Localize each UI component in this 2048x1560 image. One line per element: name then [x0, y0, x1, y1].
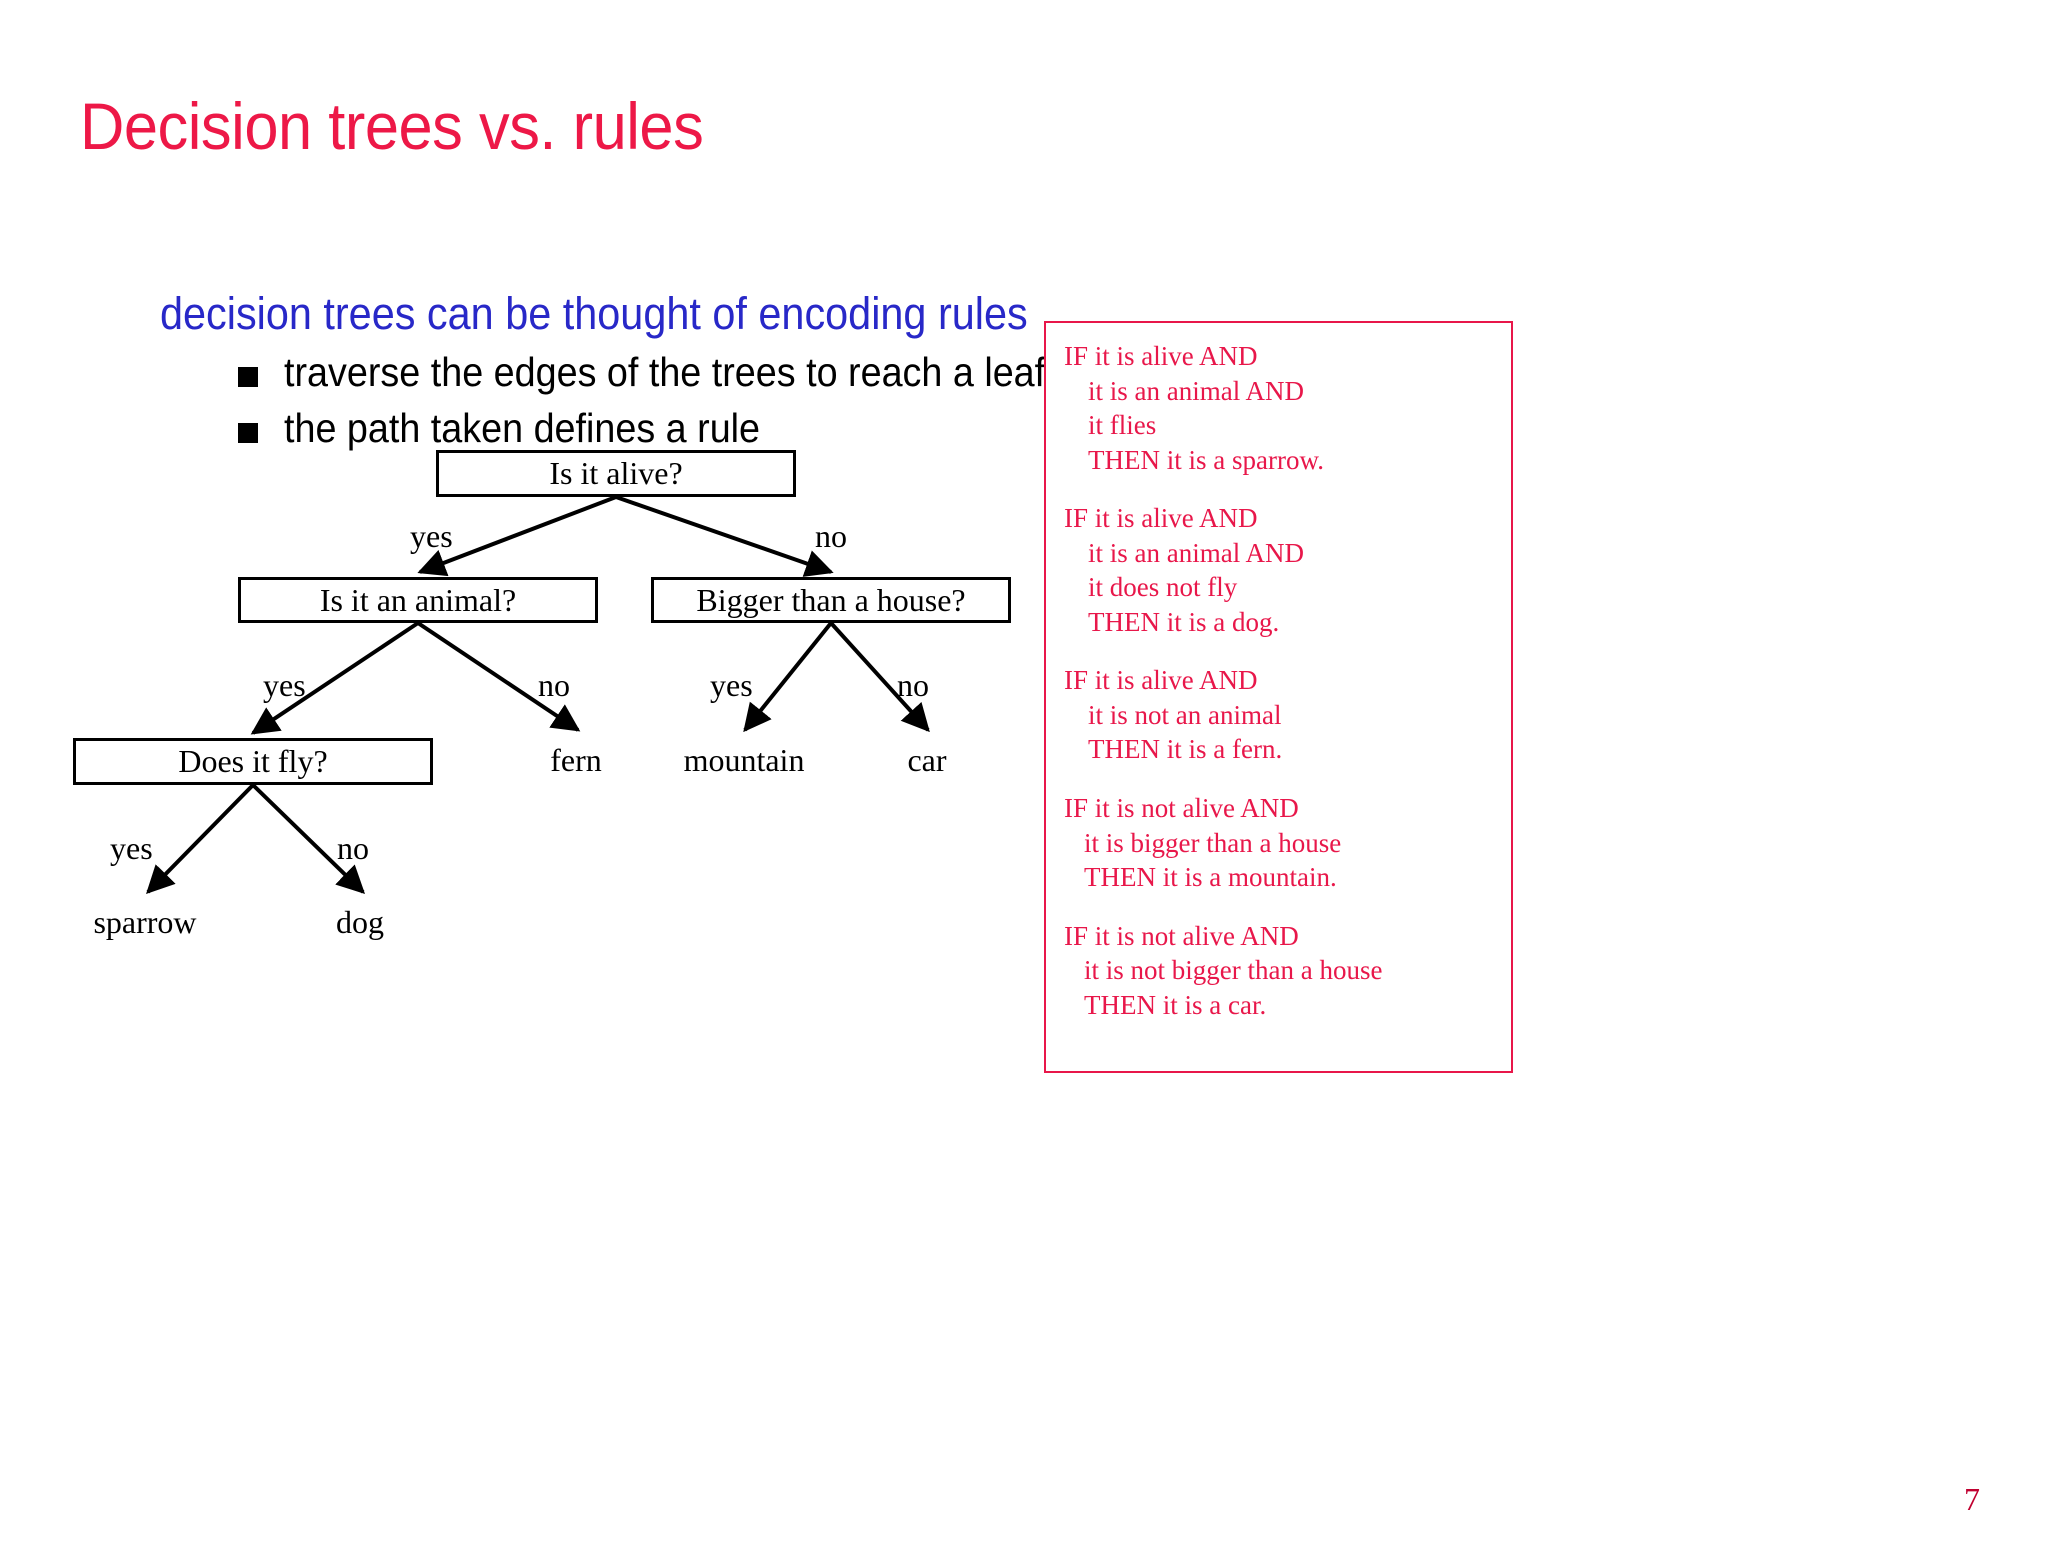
edge-bigger-yes: [743, 621, 833, 733]
rule-line: THEN it is a dog.: [1088, 606, 1280, 637]
rule-line: it does not fly: [1088, 572, 1238, 603]
rule-dog: IF it is alive AND it is an animal AND i…: [1064, 501, 1511, 639]
tree-node-bigger-than-a-house[interactable]: Bigger than a house?: [651, 577, 1011, 623]
rule-line: it is not an animal: [1088, 699, 1282, 730]
square-bullet-icon: [238, 366, 258, 387]
list-item: traverse the edges of the trees to reach…: [238, 348, 1310, 396]
edge-root-no: [615, 495, 834, 577]
page-number: 7: [1964, 1481, 1980, 1517]
edge-label-root-yes: yes: [410, 518, 453, 554]
edge-label-animal-no: no: [538, 667, 570, 703]
edge-animal-no: [416, 621, 581, 732]
rule-line: THEN it is a mountain.: [1084, 862, 1337, 893]
edge-label-root-no: no: [815, 518, 847, 554]
edge-label-bigger-no: no: [897, 667, 929, 703]
rule-line: IF it is not alive AND: [1064, 793, 1299, 824]
tree-leaf-dog: dog: [336, 904, 384, 940]
bullet-level2-label: traverse the edges of the trees to reach…: [284, 348, 1046, 395]
decision-tree-diagram: Is it alive? Is it an animal? Bigger tha…: [0, 420, 1100, 1040]
tree-leaf-fern: fern: [550, 742, 602, 778]
rule-line: THEN it is a sparrow.: [1088, 444, 1324, 475]
rule-sparrow: IF it is alive AND it is an animal AND i…: [1064, 339, 1511, 477]
rules-panel: IF it is alive AND it is an animal AND i…: [1044, 321, 1513, 1073]
edge-bigger-no: [829, 621, 930, 733]
tree-node-does-it-fly[interactable]: Does it fly?: [73, 738, 433, 785]
page-title: Decision trees vs. rules: [80, 89, 704, 163]
rule-line: it flies: [1088, 410, 1157, 441]
edge-fly-no: [251, 783, 366, 894]
bullet-level2-label: the path taken defines a rule: [284, 404, 761, 451]
edge-root-yes: [417, 495, 617, 577]
rule-line: IF it is not alive AND: [1064, 920, 1299, 951]
square-bullet-icon: [238, 422, 258, 443]
rule-line: IF it is alive AND: [1064, 341, 1258, 371]
tree-node-root[interactable]: Is it alive?: [436, 450, 796, 497]
rule-line: THEN it is a car.: [1084, 989, 1267, 1020]
rule-car: IF it is not alive AND it is not bigger …: [1064, 919, 1511, 1023]
rule-line: it is an animal AND: [1088, 375, 1304, 406]
edge-label-animal-yes: yes: [263, 667, 306, 703]
edge-label-fly-no: no: [337, 830, 369, 866]
rule-fern: IF it is alive AND it is not an animal T…: [1064, 663, 1511, 767]
edge-animal-yes: [250, 621, 420, 735]
bullet-level1-lead: decision trees can be thought of encodin…: [160, 288, 1028, 339]
rule-line: IF it is alive AND: [1064, 503, 1258, 534]
tree-leaf-mountain: mountain: [683, 742, 805, 778]
rule-line: IF it is alive AND: [1064, 665, 1258, 696]
tree-leaf-sparrow: sparrow: [93, 904, 197, 940]
rule-mountain: IF it is not alive AND it is bigger than…: [1064, 791, 1511, 895]
edge-fly-yes: [146, 783, 255, 894]
bullet-list: decision trees can be thought of encodin…: [160, 288, 1310, 452]
tree-leaf-car: car: [907, 742, 947, 778]
tree-edges-svg: [146, 495, 930, 894]
rule-line: it is an animal AND: [1088, 537, 1304, 568]
edge-label-bigger-yes: yes: [710, 667, 753, 703]
tree-node-is-it-an-animal[interactable]: Is it an animal?: [238, 577, 598, 623]
rule-line: THEN it is a fern.: [1088, 734, 1283, 765]
rule-line: it is not bigger than a house: [1084, 955, 1383, 986]
list-item: the path taken defines a rule: [238, 404, 1310, 452]
rule-line: it is bigger than a house: [1084, 827, 1342, 858]
edge-label-fly-yes: yes: [110, 830, 153, 866]
